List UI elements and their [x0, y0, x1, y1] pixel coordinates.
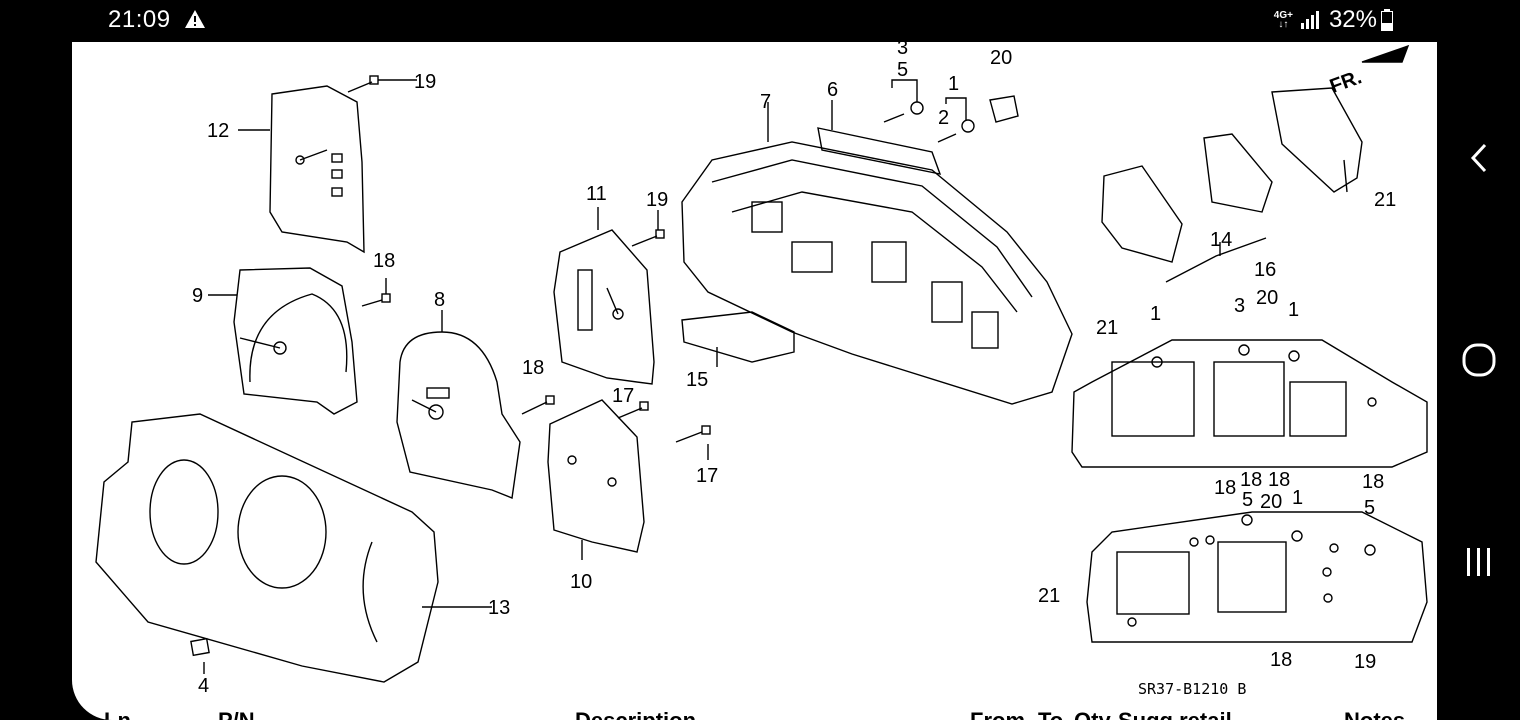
callout-3-rear: 3	[1234, 295, 1245, 317]
signal-bars-icon	[1300, 11, 1319, 29]
callout-21: 21	[1374, 189, 1396, 211]
callout-5-lower: 5	[1242, 489, 1253, 511]
navigation-bar	[1437, 0, 1520, 720]
callout-10: 10	[570, 571, 592, 593]
chevron-left-icon	[1470, 143, 1487, 173]
battery-percent: 32%	[1328, 6, 1377, 33]
callout-13: 13	[488, 597, 510, 619]
col-part-number: P/N	[218, 708, 255, 720]
col-from: From	[970, 708, 1025, 720]
col-to: To	[1038, 708, 1063, 720]
part-9-tachometer	[208, 267, 358, 415]
parts-table-header: Ln P/N Description From To Qty Sugg reta…	[72, 708, 1437, 720]
part-8-speedometer	[396, 310, 521, 499]
part-11-fuel-gauge	[553, 207, 655, 385]
rear-view-lower	[1086, 511, 1428, 643]
parts-diagram[interactable]: 19 12 18 9 8 11 19 7 6 3 5 1 2 20 21 14 …	[72, 42, 1437, 720]
screw-18-near-9	[361, 278, 391, 307]
col-line: Ln	[104, 708, 131, 720]
callout-11: 11	[586, 183, 607, 205]
callout-2: 2	[938, 107, 949, 129]
screws-mid	[521, 395, 711, 460]
status-time: 21:09	[108, 6, 171, 33]
part-7-housing	[681, 102, 1073, 405]
network-label: 4G+	[1273, 10, 1293, 21]
col-sugg-retail: Sugg retail	[1118, 708, 1232, 720]
callout-18-rear: 18	[1214, 477, 1236, 499]
callout-20-rear: 20	[1256, 287, 1278, 309]
diagram-reference-code: SR37-B1210 B	[1138, 680, 1246, 698]
fr-arrow-icon	[1361, 44, 1410, 63]
callout-1-rear-b: 1	[1288, 299, 1299, 321]
callout-12: 12	[207, 120, 229, 142]
part-15-connector	[681, 311, 795, 367]
col-notes: Notes	[1344, 708, 1405, 720]
bulb-sockets	[883, 79, 1019, 143]
diagram-viewer[interactable]: 19 12 18 9 8 11 19 7 6 3 5 1 2 20 21 14 …	[72, 42, 1437, 720]
callout-19-lower: 19	[1354, 651, 1376, 673]
callout-5: 5	[897, 59, 908, 81]
callout-18-rear-b: 18	[1240, 469, 1262, 491]
status-right-group: 4G+ ↓↑ 32%	[1274, 6, 1393, 34]
part-12-gauge	[238, 85, 365, 254]
col-qty: Qty	[1074, 708, 1111, 720]
callout-3: 3	[897, 42, 908, 59]
part-13-lens	[95, 413, 492, 683]
callout-5-lower-b: 5	[1364, 497, 1375, 519]
part-4-pin	[190, 637, 210, 674]
home-button[interactable]	[1457, 338, 1501, 382]
callout-8: 8	[434, 289, 445, 311]
callout-9: 9	[192, 285, 203, 307]
front-direction-label: FR.	[1327, 66, 1365, 98]
callout-21-rear: 21	[1096, 317, 1118, 339]
callout-7: 7	[760, 91, 771, 113]
part-6-strip	[817, 100, 942, 175]
status-bar: 21:09 4G+ ↓↑ 32%	[72, 0, 1437, 42]
callout-19: 19	[414, 71, 436, 93]
part-10-small-gauge	[547, 399, 645, 560]
rear-view-upper	[1071, 339, 1428, 468]
callout-21-lower: 21	[1038, 585, 1060, 607]
callout-18-lower: 18	[1270, 649, 1292, 671]
screw-19-top	[347, 75, 417, 93]
network-type-icon: 4G+ ↓↑	[1273, 10, 1293, 30]
recents-bars-icon	[1467, 548, 1490, 576]
parts-14-16	[1101, 87, 1363, 283]
recents-button[interactable]	[1457, 540, 1501, 584]
phone-screen: 21:09 4G+ ↓↑ 32%	[72, 0, 1437, 720]
callout-17-b: 17	[696, 465, 718, 487]
callout-18-rear-d: 18	[1362, 471, 1384, 493]
callout-17: 17	[612, 385, 634, 407]
circle-home-icon	[1462, 343, 1496, 377]
battery-icon	[1381, 9, 1393, 31]
callout-18: 18	[373, 250, 395, 272]
callout-1-lower: 1	[1292, 487, 1303, 509]
callout-1: 1	[948, 73, 959, 95]
callout-16: 16	[1254, 259, 1276, 281]
callout-19-b: 19	[646, 189, 668, 211]
col-description: Description	[575, 708, 696, 720]
callout-15: 15	[686, 369, 708, 391]
callout-20: 20	[990, 47, 1012, 69]
screw-19-near-11	[631, 210, 665, 247]
callout-4: 4	[198, 675, 209, 697]
warning-triangle-icon	[185, 10, 205, 28]
callout-14: 14	[1210, 229, 1232, 251]
back-button[interactable]	[1457, 136, 1501, 180]
callout-1-rear: 1	[1150, 303, 1161, 325]
callout-18-rear-c: 18	[1268, 469, 1290, 491]
callout-6: 6	[827, 79, 838, 101]
callout-18-b: 18	[522, 357, 544, 379]
callout-20-lower: 20	[1260, 491, 1282, 513]
